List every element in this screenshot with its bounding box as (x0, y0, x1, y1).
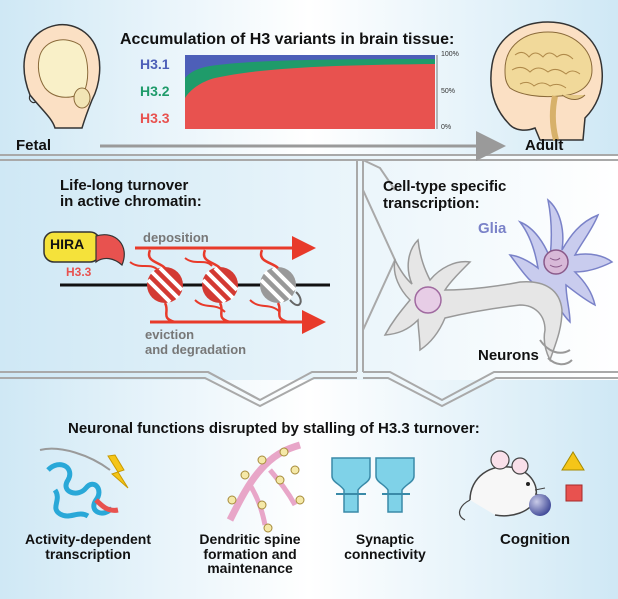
adult-label: Adult (525, 137, 564, 154)
neuron-cell-icon (383, 238, 573, 366)
deposition-label: deposition (143, 230, 209, 245)
nucleosome-1 (146, 266, 184, 304)
function-label-cognition: Cognition (500, 531, 570, 548)
legend-h32: H3.2 (140, 83, 170, 99)
eviction-label: eviction and degradation (145, 327, 247, 357)
panel-frames (0, 154, 618, 408)
h32-area (185, 55, 435, 98)
bottom-title: Neuronal functions disrupted by stalling… (68, 420, 480, 437)
function-label-transcription: Activity-dependent transcription (24, 531, 151, 562)
h33-histone-shape (95, 234, 125, 266)
nucleosome-3 (259, 266, 302, 306)
glia-cell-icon (508, 198, 614, 324)
function-label-dendritic: Dendritic spine formation and maintenanc… (199, 531, 301, 577)
mouse-cognition-icon (458, 450, 585, 521)
fetal-head-icon (23, 23, 101, 129)
neurons-label: Neurons (478, 347, 539, 364)
pyramid-object (561, 451, 585, 471)
nucleosome-2 (201, 266, 239, 304)
deposition-tails (147, 249, 279, 269)
left-panel-title: Life-long turnover in active chromatin: (60, 177, 202, 210)
chromatin-diagram (43, 231, 330, 334)
middle-panel-bg (0, 155, 618, 380)
legend-h31: H3.1 (140, 56, 170, 72)
cube-object (565, 484, 583, 502)
right-panel-title: Cell-type specific transcription: (383, 178, 507, 213)
fetal-label: Fetal (16, 137, 52, 154)
h3-accumulation-chart (185, 55, 438, 129)
tick-0: 0% (441, 124, 452, 131)
synapse-icon (331, 457, 415, 513)
chromatin-lightning-icon (39, 447, 129, 519)
top-title: Accumulation of H3 variants in brain tis… (120, 31, 455, 48)
legend-h33: H3.3 (140, 110, 170, 126)
eviction-tails (163, 302, 289, 324)
glia-label: Glia (478, 220, 507, 237)
h31-area (185, 55, 435, 78)
tick-100: 100% (441, 51, 459, 58)
hira-label: HIRA (50, 236, 85, 252)
adult-head-icon (490, 21, 604, 141)
sphere-object (529, 494, 551, 516)
function-label-synaptic: Synaptic connectivity (344, 531, 426, 562)
tick-50: 50% (441, 88, 456, 95)
h33-label: H3.3 (66, 265, 92, 279)
dendritic-spine-icon (226, 441, 305, 533)
